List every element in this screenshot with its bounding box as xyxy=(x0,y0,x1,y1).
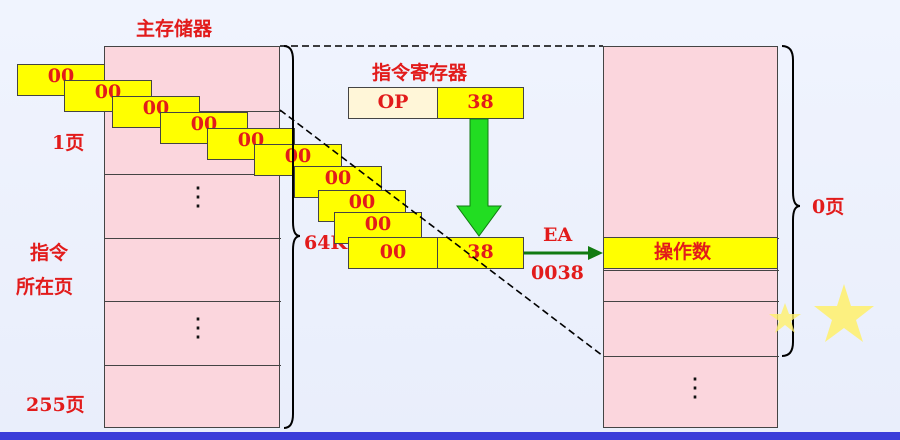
operand-cell: 操作数 xyxy=(603,237,778,269)
ea-value: 0038 xyxy=(531,262,584,284)
page0-divider xyxy=(604,356,779,357)
memory-divider xyxy=(105,365,281,366)
offset-byte: 38 xyxy=(437,237,524,269)
bottom-bar xyxy=(0,432,900,440)
op-field: OP xyxy=(348,87,438,119)
memory-size-brace xyxy=(283,45,301,429)
instruction-page-label-line1: 指令 xyxy=(30,242,69,264)
effective-address-register: 00 38 xyxy=(348,237,524,269)
page-byte: 00 xyxy=(348,237,438,269)
page-region-line xyxy=(279,109,604,357)
page0-divider xyxy=(604,301,779,302)
ea-label: EA xyxy=(543,224,573,246)
memory-divider xyxy=(105,174,281,175)
main-memory-title: 主存储器 xyxy=(136,18,213,40)
page-0-label: 0页 xyxy=(812,196,845,218)
instruction-register-title: 指令寄存器 xyxy=(372,62,468,84)
memory-divider xyxy=(105,301,281,302)
page-1-label: 1页 xyxy=(52,132,85,154)
page-255-label: 255页 xyxy=(26,394,85,416)
page0-divider xyxy=(604,270,779,271)
instruction-page-label-line2: 所在页 xyxy=(16,276,74,298)
down-arrow-icon xyxy=(456,118,502,237)
ea-arrow-icon xyxy=(524,246,603,260)
page0-brace xyxy=(781,45,801,357)
star-decoration-icon xyxy=(769,284,874,342)
memory-divider xyxy=(105,238,281,239)
